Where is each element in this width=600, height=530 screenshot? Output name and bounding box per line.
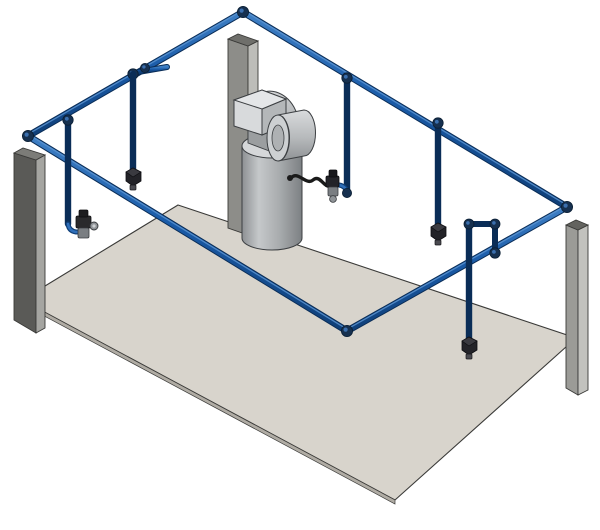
hose-end-fitting (287, 175, 293, 181)
drop-left-frl (62, 114, 99, 239)
floor-group (20, 204, 578, 505)
ring-highlight-left-bottom (27, 133, 348, 330)
ring-main-corner-elbows (21, 6, 574, 337)
column-top-face (12, 147, 47, 161)
ring-segment-left-bottom-fill (25, 133, 350, 334)
drop-center-valve (329, 72, 353, 198)
drop-left-coupler (125, 70, 142, 191)
column-side-face (577, 224, 589, 396)
frl-unit (75, 209, 99, 239)
quick-coupler (125, 167, 142, 191)
elbow-corner-bottom (340, 324, 353, 337)
tee-branch-outer (139, 63, 150, 74)
robot-pedestal-body (241, 145, 303, 251)
elbow-corner-left (21, 129, 34, 142)
drop-floor-coupler (461, 220, 478, 360)
robot-counterweight-box-top (232, 89, 288, 110)
robot-supply-valve-assembly (287, 169, 340, 203)
ring-segment-right-bottom-fill (344, 204, 570, 334)
quick-coupler (461, 336, 478, 360)
robot-supply-hose (289, 174, 332, 188)
robot-wrist-flange (271, 124, 285, 152)
ring-segment-apex-right-fill (240, 9, 570, 210)
quick-coupler (430, 222, 447, 246)
left-wall-column (12, 147, 47, 334)
bypass-tee-bottom-right (489, 247, 501, 259)
column-side-face (35, 154, 46, 334)
industrial-robot-arm (232, 89, 316, 251)
drop-right-frl (430, 117, 447, 246)
bypass-tee-left (463, 218, 475, 230)
pipe-drops-group (62, 70, 478, 360)
ball-valve (325, 169, 340, 203)
column-front-face (13, 152, 37, 334)
ring-highlight-apex-right (242, 9, 568, 206)
elbow-fitting (341, 187, 352, 198)
ring-highlight-right-bottom (346, 204, 568, 330)
right-bypass-loop (463, 218, 501, 259)
column-top-face (564, 219, 590, 231)
right-wall-column (564, 219, 590, 396)
column-front-face (565, 224, 579, 396)
column-top-face (226, 33, 260, 47)
elbow-apex-top (236, 6, 249, 18)
bypass-elbow-top-right (489, 218, 501, 230)
elbow-corner-right (561, 200, 574, 213)
valve-gauge (329, 195, 337, 203)
